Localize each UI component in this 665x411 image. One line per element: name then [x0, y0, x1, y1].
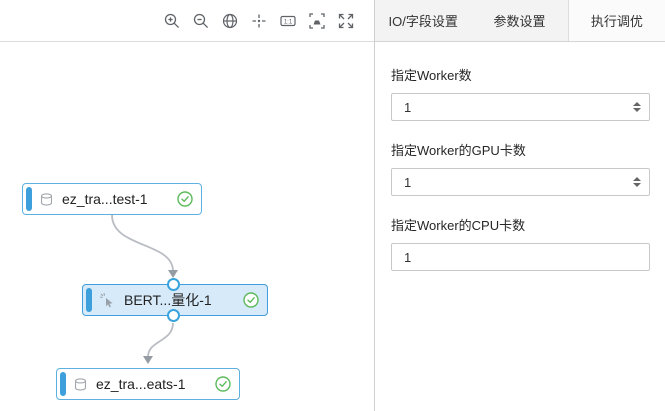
- worker-cpu-input[interactable]: [391, 243, 650, 271]
- stepper-arrows-icon[interactable]: [633, 177, 641, 187]
- success-check-icon: [235, 292, 259, 308]
- worker-count-field-group: 指定Worker数: [391, 65, 650, 121]
- zoom-in-icon[interactable]: [163, 12, 181, 30]
- node2-output-port[interactable]: [167, 309, 180, 322]
- worker-count-input[interactable]: [391, 93, 650, 121]
- node-accent-bar: [60, 372, 66, 396]
- worker-gpu-input[interactable]: [391, 168, 650, 196]
- center-focus-icon[interactable]: [250, 12, 268, 30]
- worker-gpu-field-group: 指定Worker的GPU卡数: [391, 140, 650, 196]
- edge-node1-node2: [111, 214, 174, 272]
- node2-input-port[interactable]: [167, 278, 180, 291]
- svg-text:1:1: 1:1: [284, 19, 293, 25]
- tab-label: 参数设置: [493, 14, 546, 29]
- worker-cpu-field-group: 指定Worker的CPU卡数: [391, 215, 650, 271]
- fit-view-icon[interactable]: [308, 12, 326, 30]
- worker-gpu-label: 指定Worker的GPU卡数: [391, 143, 526, 158]
- canvas-region: 1:1: [0, 0, 374, 410]
- tab-label: 执行调优: [590, 14, 643, 29]
- execution-tuning-form: 指定Worker数 指定Worker的GPU卡数 指: [375, 42, 665, 271]
- config-tabbar: IO/字段设置 参数设置 执行调优: [375, 0, 665, 42]
- node-accent-bar: [86, 288, 92, 312]
- node-accent-bar: [26, 187, 32, 211]
- globe-icon[interactable]: [221, 12, 239, 30]
- tab-parameter-settings[interactable]: 参数设置: [471, 0, 567, 41]
- actual-size-icon[interactable]: 1:1: [279, 12, 297, 30]
- zoom-out-icon[interactable]: [192, 12, 210, 30]
- tab-label: IO/字段设置: [388, 14, 458, 29]
- fullscreen-icon[interactable]: [337, 12, 355, 30]
- node-label: ez_tra...test-1: [62, 191, 148, 207]
- node-label: BERT...量化-1: [124, 292, 212, 308]
- edge-node2-node3: [147, 322, 174, 358]
- dag-canvas[interactable]: ez_tra...test-1 BERT...量化-1: [0, 42, 374, 410]
- database-icon: [73, 377, 88, 392]
- node-dataset-test[interactable]: ez_tra...test-1: [22, 183, 202, 215]
- edges-layer: [111, 214, 178, 364]
- tab-execution-tuning[interactable]: 执行调优: [567, 0, 665, 41]
- node-label: ez_tra...eats-1: [96, 376, 186, 392]
- database-icon: [39, 192, 54, 207]
- success-check-icon: [207, 376, 231, 392]
- success-check-icon: [169, 191, 193, 207]
- config-panel: IO/字段设置 参数设置 执行调优 指定Worker数 指定Worke: [374, 0, 665, 411]
- node-dataset-eats[interactable]: ez_tra...eats-1: [56, 368, 240, 400]
- worker-cpu-label: 指定Worker的CPU卡数: [391, 218, 526, 233]
- tab-io-field-settings[interactable]: IO/字段设置: [375, 0, 471, 41]
- edge-arrowhead: [143, 356, 153, 364]
- stepper-arrows-icon[interactable]: [633, 102, 641, 112]
- edge-arrowhead: [168, 270, 178, 278]
- canvas-toolbar: 1:1: [0, 0, 374, 42]
- worker-count-label: 指定Worker数: [391, 68, 472, 83]
- algorithm-cursor-icon: [99, 292, 116, 309]
